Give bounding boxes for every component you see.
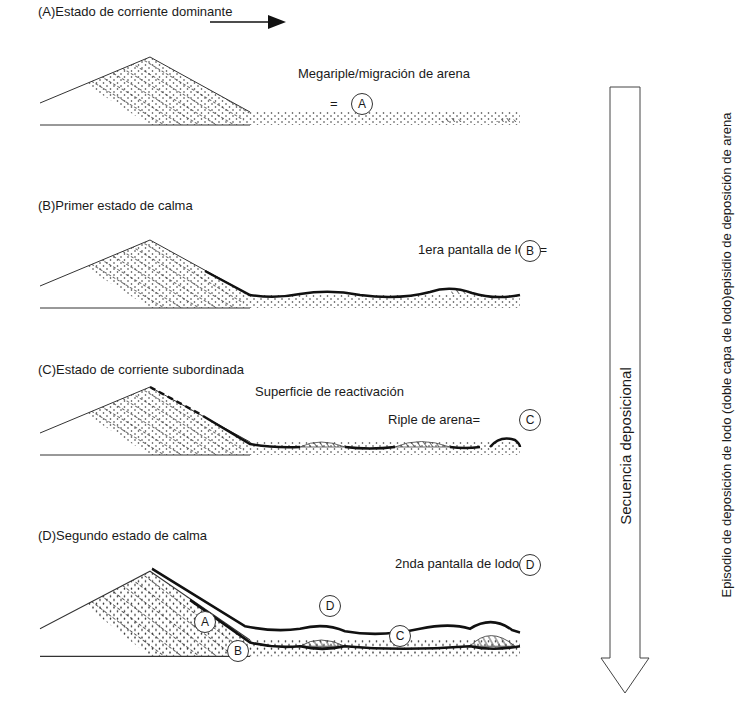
callout-circle: D	[519, 554, 541, 576]
panel-heading: Superficie de reactivación	[255, 384, 404, 400]
callout-circle: A	[194, 611, 216, 633]
node-text: D	[326, 599, 335, 613]
node-text: B	[526, 244, 534, 258]
node-text: B	[234, 644, 242, 658]
panel-label: Megariple/migración de arena	[298, 66, 470, 82]
side-note: Episodio de deposición de lodo (doble ca…	[719, 113, 735, 598]
node-text: C	[396, 629, 405, 643]
node-text: Secuencia deposicional	[617, 367, 634, 525]
panel-label: Riple de arena=	[388, 412, 480, 428]
dune-a	[40, 57, 520, 125]
panel-label: =	[330, 96, 338, 112]
callout-circle: B	[519, 240, 541, 262]
callout-circle: D	[319, 595, 341, 617]
node-text: A	[201, 615, 209, 629]
panel-label: (B)Primer estado de calma	[38, 198, 193, 214]
callout-circle: C	[519, 409, 541, 431]
panel-label: 2nda pantalla de lodo=	[395, 556, 527, 572]
callout-circle: B	[227, 640, 249, 662]
node-text: C	[526, 413, 535, 427]
node-text: A	[358, 97, 366, 111]
dune-d	[40, 569, 520, 657]
panel-heading: (D)Segundo estado de calma	[38, 528, 207, 544]
node-text: D	[526, 558, 535, 572]
callout-circle: A	[351, 93, 373, 115]
callout-circle: C	[389, 625, 411, 647]
panel-label: (C)Estado de corriente subordinada	[38, 362, 244, 378]
panel-heading: (A)Estado de corriente dominante	[38, 4, 232, 20]
sequence-arrow: Secuencia deposicional	[600, 86, 650, 694]
